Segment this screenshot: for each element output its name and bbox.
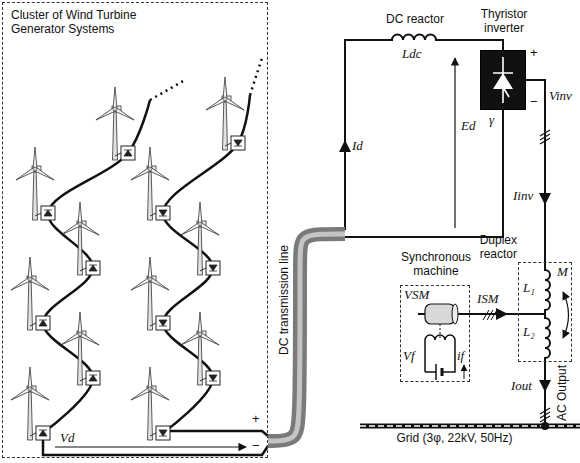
wind-turbine xyxy=(61,202,100,275)
current-symbol: Iinv xyxy=(513,188,533,203)
center-tap xyxy=(518,313,545,315)
ac-wire xyxy=(470,314,518,315)
field-link xyxy=(440,324,441,340)
current-symbol: Iout xyxy=(511,378,532,393)
inverter-box: Thyristor inverter xyxy=(480,50,526,110)
wind-turbine xyxy=(61,312,100,385)
component-name: DC reactor xyxy=(386,12,444,26)
positive-wire xyxy=(170,431,268,436)
mutual-arrow xyxy=(563,292,569,338)
ac-wire xyxy=(526,80,545,262)
coil-symbol: L₂ xyxy=(523,324,535,339)
voltage-arrow xyxy=(55,446,246,447)
dc-transmission-line xyxy=(268,110,503,441)
connector-path xyxy=(268,234,345,441)
terminal-sign: − xyxy=(252,439,260,453)
battery-plate xyxy=(441,368,444,376)
field-coil xyxy=(425,335,455,372)
machine-end xyxy=(452,304,458,324)
terminal-sign: + xyxy=(252,412,260,426)
machine-body xyxy=(425,304,455,324)
continuation-dots xyxy=(150,58,262,100)
bus-node xyxy=(541,422,549,430)
wind-turbine xyxy=(181,312,220,385)
wind-turbine xyxy=(16,147,55,220)
voltage-symbol: Vd xyxy=(60,430,74,445)
connector-path xyxy=(268,234,345,441)
node-heading: Duplex reactor xyxy=(469,233,517,261)
wind-turbine xyxy=(11,367,50,440)
string-wire xyxy=(163,95,250,433)
voltage-symbol: Vinv xyxy=(549,88,572,103)
three-phase-ticks xyxy=(540,408,550,422)
edge-label: DC transmission line xyxy=(277,245,291,355)
grid-label: Grid (3φ, 22kV, 50Hz) xyxy=(392,431,517,445)
battery-plate xyxy=(435,364,437,380)
terminal-sign: − xyxy=(530,95,538,109)
current-arrow xyxy=(464,365,465,379)
terminal-sign: + xyxy=(530,46,538,60)
current-arrow xyxy=(539,380,551,392)
node-heading: Thyristor inverter xyxy=(464,7,544,35)
connector-path xyxy=(526,80,545,262)
voltage-symbol: Vf xyxy=(403,348,415,363)
wind-turbine xyxy=(11,257,50,330)
mutual-symbol: M xyxy=(557,264,568,279)
duplex-coils xyxy=(545,262,550,426)
output-label: AC Output xyxy=(555,365,569,421)
string-wire xyxy=(43,100,150,433)
coil-symbol: L₁ xyxy=(523,280,535,295)
voltage-symbol: VSM xyxy=(404,287,429,302)
wind-turbines xyxy=(11,58,262,440)
wind-turbine xyxy=(96,87,135,160)
voltage-arrow xyxy=(454,58,455,228)
wind-turbine xyxy=(131,147,170,220)
current-symbol: if xyxy=(457,348,464,363)
current-symbol: Id xyxy=(352,138,363,153)
voltage-symbol: Ed xyxy=(461,118,475,133)
wind-turbine xyxy=(131,367,170,440)
wind-turbine xyxy=(131,257,170,330)
connector-path xyxy=(345,110,503,237)
node-heading: Synchronous machine xyxy=(391,250,481,278)
connector-path xyxy=(470,313,518,315)
current-symbol: ISM xyxy=(477,291,499,306)
component-symbol: Ldc xyxy=(402,46,422,61)
current-arrow xyxy=(339,140,351,152)
angle-symbol: γ xyxy=(489,112,494,127)
thyristor-symbol xyxy=(481,51,525,109)
negative-wire xyxy=(43,440,268,455)
node-heading: Cluster of Wind Turbine Generator System… xyxy=(11,8,161,36)
wind-turbine xyxy=(181,202,220,275)
wind-turbine xyxy=(206,77,245,150)
cluster-region: Cluster of Wind Turbine Generator System… xyxy=(2,2,268,458)
